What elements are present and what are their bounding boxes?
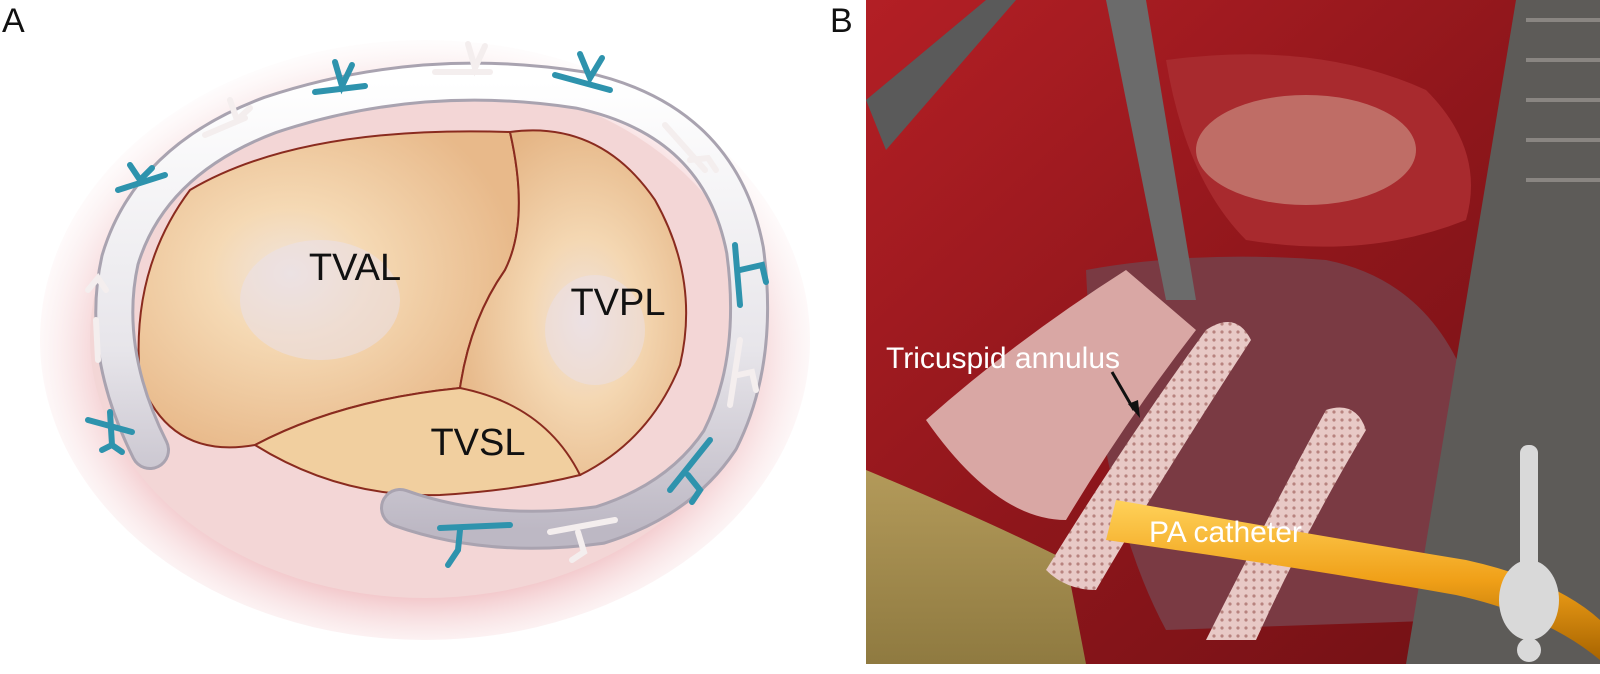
tricuspid-valve-illustration: TVAL TVPL TVSL [40,40,810,640]
pale-atrial-wall [926,270,1196,520]
lower-drape [866,470,1086,664]
panel-a-letter: A [2,2,25,40]
label-tvsl: TVSL [430,422,525,464]
instrument-center [1106,0,1196,300]
pa-catheter [1106,500,1600,660]
label-tvpl: TVPL [570,282,665,324]
annuloplasty-band-lower [1206,407,1366,640]
annuloplasty-band [1046,322,1251,590]
leaflet-highlight [240,240,400,360]
pale-tissue [1196,95,1416,205]
annulus-arrowhead [1128,400,1140,418]
label-tricuspid-annulus: Tricuspid annulus [886,342,1120,375]
valve-leaflets [137,129,688,497]
panel-b-letter: B [830,2,853,40]
retractor-ridges [1526,18,1600,182]
sutures [85,41,769,568]
retractor-right [1406,0,1600,664]
orientation-figure-icon [1499,445,1559,662]
surgical-photo: Tricuspid annulus PA catheter [866,0,1600,664]
label-pa-catheter: PA catheter [1149,516,1302,549]
label-tval: TVAL [309,247,401,289]
instrument-left [866,0,1016,150]
septal-leaflet [252,386,582,497]
leaflet-highlight [545,275,645,385]
